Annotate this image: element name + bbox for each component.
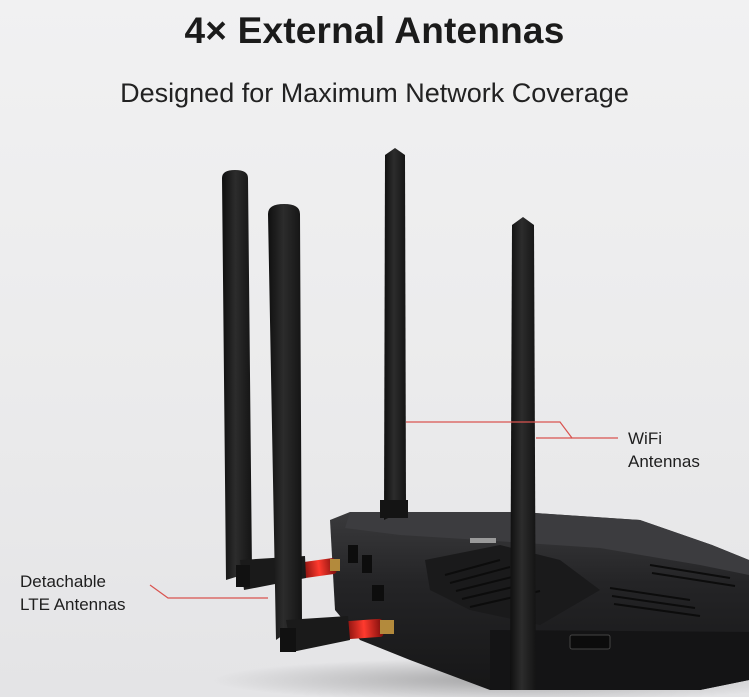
lte-label-line2: LTE Antennas bbox=[20, 595, 126, 614]
power-port bbox=[372, 585, 384, 601]
page-title: 4× External Antennas bbox=[184, 10, 565, 51]
lte-antennas-label: Detachable LTE Antennas bbox=[20, 570, 126, 616]
lte-callout-line bbox=[149, 584, 268, 599]
lte-label-line1: Detachable bbox=[20, 572, 107, 591]
wifi-antenna-1 bbox=[380, 148, 408, 520]
wifi-label-line1: WiFi bbox=[628, 429, 662, 448]
wifi-label-line2: Antennas bbox=[628, 452, 700, 471]
wifi-antennas-label: WiFi Antennas bbox=[628, 427, 700, 473]
lan-port bbox=[348, 545, 358, 563]
lan-port bbox=[362, 555, 372, 573]
callout-lines bbox=[149, 421, 618, 599]
lte-antenna-2 bbox=[268, 204, 350, 652]
page-subtitle: Designed for Maximum Network Coverage bbox=[120, 78, 629, 108]
wifi-callout-line bbox=[406, 421, 618, 439]
brand-logo bbox=[470, 538, 496, 543]
usb-port bbox=[569, 634, 611, 650]
lte-connector-lower bbox=[344, 618, 394, 640]
lte-connector-upper bbox=[301, 558, 340, 578]
wifi-antenna-2 bbox=[510, 217, 536, 690]
